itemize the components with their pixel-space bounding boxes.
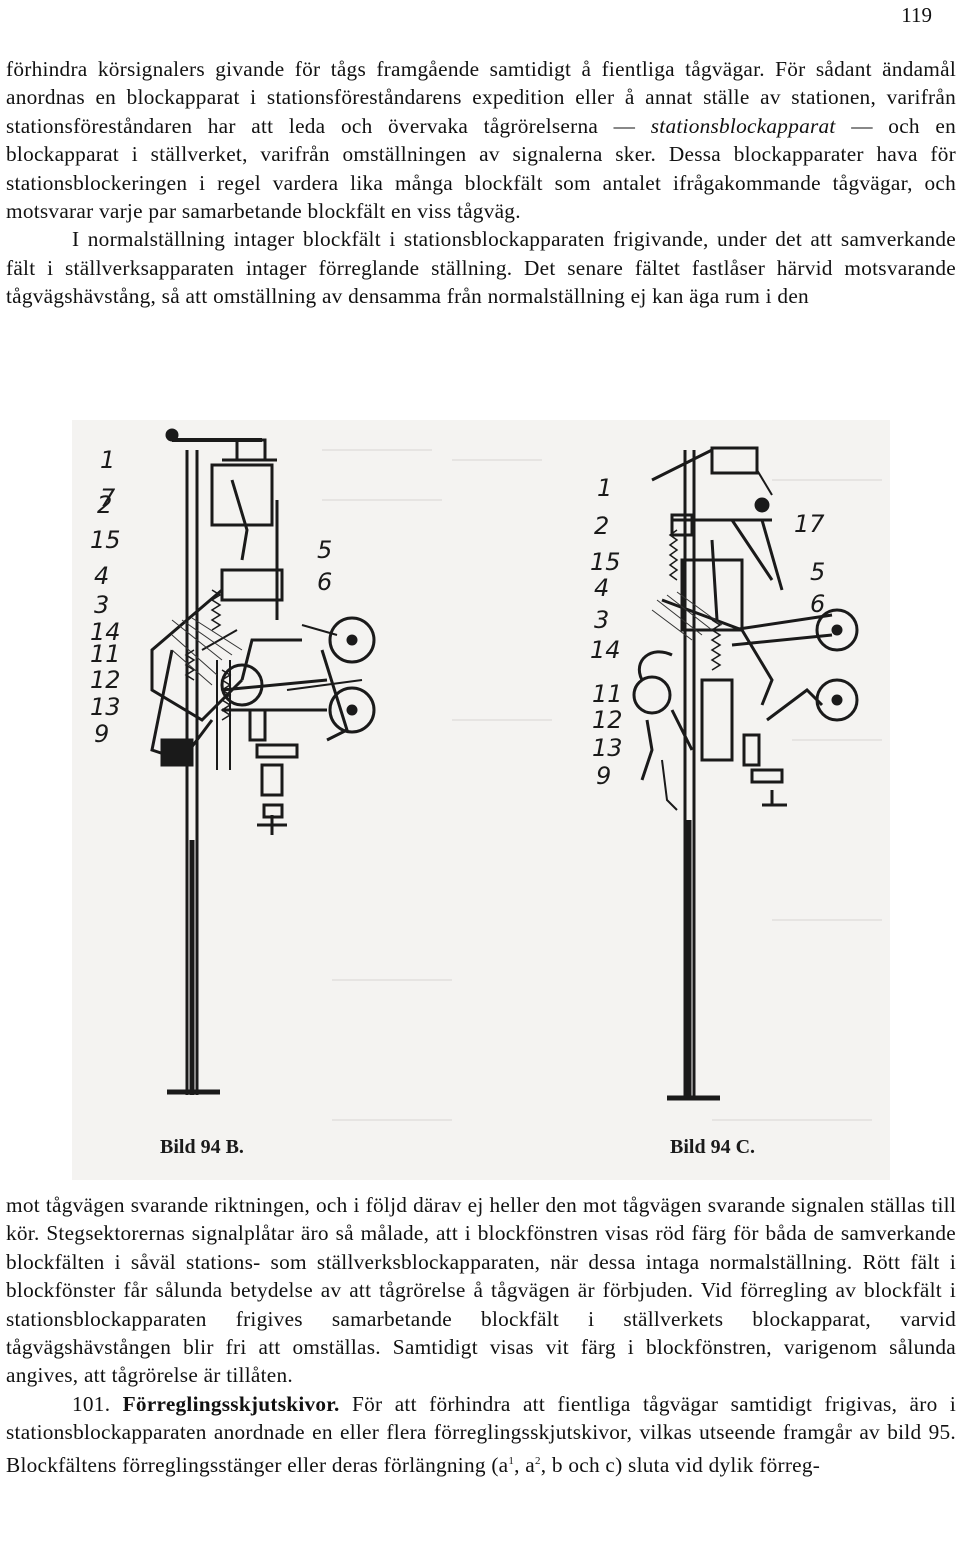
left-labels: 1 7 2 15 4 3 14 11 12 13 9 5 6 <box>90 446 332 748</box>
caption-94c: Bild 94 C. <box>670 1136 755 1158</box>
label-right-14: 14 <box>590 636 621 664</box>
label-right-6: 6 <box>810 590 825 618</box>
italic-term: stationsblockapparat <box>650 113 836 138</box>
label-right-15: 15 <box>590 548 621 576</box>
right-labels: 1 2 15 4 3 14 11 12 13 9 17 5 6 <box>590 474 825 790</box>
caption-94b: Bild 94 B. <box>160 1136 244 1158</box>
paragraph-3: mot tågvägen svarande riktningen, och i … <box>6 1193 956 1388</box>
left-mechanism <box>150 428 376 1095</box>
label-left-1: 1 <box>100 446 115 474</box>
label-right-5: 5 <box>810 558 825 586</box>
label-left-6: 6 <box>317 568 332 596</box>
section-number: 101. <box>72 1391 111 1416</box>
label-left-5: 5 <box>317 536 332 564</box>
page-number: 119 <box>901 3 932 27</box>
label-left-11: 11 <box>90 640 121 668</box>
mechanism-drawing: 1 7 2 15 4 3 14 11 12 13 9 5 6 1 2 15 4 … <box>72 420 890 1180</box>
label-left-14: 14 <box>90 618 121 646</box>
section-101: 101. Förreglingsskjutskivor. För att för… <box>6 1391 956 1477</box>
section-heading: Förreglingsskjutskivor. <box>122 1391 340 1416</box>
left-springs <box>184 589 232 721</box>
label-right-12: 12 <box>592 706 623 734</box>
label-left-4: 4 <box>94 562 109 590</box>
paragraph-1: förhindra körsignalers givande för tågs … <box>6 57 956 224</box>
bottom-text: mot tågvägen svarande riktningen, och i … <box>6 1191 956 1479</box>
label-left-7: 7 <box>100 484 116 512</box>
right-hatch <box>651 591 723 641</box>
label-left-3: 3 <box>94 591 109 619</box>
label-left-9: 9 <box>94 720 109 748</box>
label-right-2: 2 <box>594 512 609 540</box>
top-text: förhindra körsignalers givande för tågs … <box>6 55 956 311</box>
label-right-3: 3 <box>594 606 609 634</box>
label-right-17: 17 <box>794 510 825 538</box>
label-right-1: 1 <box>597 474 612 502</box>
figure-94: 1 7 2 15 4 3 14 11 12 13 9 5 6 1 2 15 4 … <box>72 420 890 1180</box>
label-right-4: 4 <box>594 574 609 602</box>
captions: Bild 94 B. Bild 94 C. <box>160 1136 755 1158</box>
bleed-through <box>322 449 882 1121</box>
right-springs <box>668 529 722 671</box>
label-right-9: 9 <box>596 762 611 790</box>
label-right-11: 11 <box>592 680 623 708</box>
figure-background <box>72 420 890 1180</box>
label-left-2: 2 <box>97 491 112 519</box>
right-mechanism <box>632 446 859 1101</box>
paragraph-2: I normalställning intager blockfält i st… <box>6 227 956 309</box>
left-hatch <box>171 617 243 686</box>
label-right-13: 13 <box>592 734 623 762</box>
label-left-15: 15 <box>90 526 121 554</box>
label-left-13: 13 <box>90 693 121 721</box>
label-left-12: 12 <box>90 666 121 694</box>
